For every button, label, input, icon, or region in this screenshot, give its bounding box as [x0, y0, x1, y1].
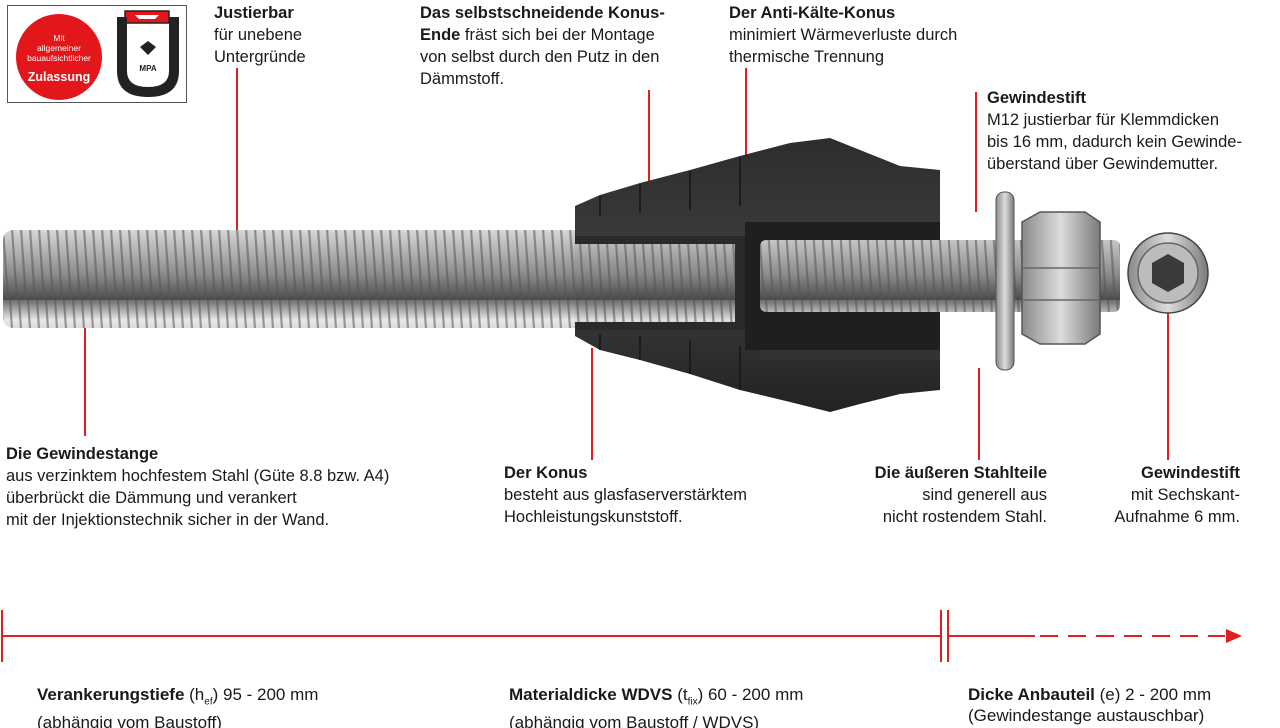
dim-anbauteil-title: Dicke Anbauteil — [968, 685, 1095, 704]
leader-justierbar — [236, 68, 238, 236]
set-screw-end-view — [1127, 232, 1209, 314]
leader-gewindestift-top — [975, 92, 977, 212]
label-gewindestift-top-l2: bis 16 mm, dadurch kein Gewinde- — [987, 133, 1242, 151]
label-konus-ende-l3: Dämmstoff. — [420, 70, 505, 88]
label-konus-ende-title: Das selbstschneidende Konus- — [420, 4, 665, 22]
label-justierbar-l2: Untergründe — [214, 48, 306, 66]
label-konus-ende: Das selbstschneidende Konus- Ende fräst … — [420, 2, 665, 90]
leader-konus-ende — [648, 90, 650, 202]
label-anti-kaelte-title: Der Anti-Kälte-Konus — [729, 4, 896, 22]
label-gewindestift-bottom: Gewindestift mit Sechskant- Aufnahme 6 m… — [1114, 462, 1240, 528]
washer — [995, 191, 1015, 371]
label-stahlteile-l1: sind generell aus — [922, 486, 1047, 504]
dim-verankerung: Verankerungstiefe (hef) 95 - 200 mm (abh… — [37, 684, 318, 728]
label-justierbar-l1: für unebene — [214, 26, 303, 44]
leader-anti-kaelte — [745, 68, 747, 164]
dim-verankerung-note: (abhängig vom Baustoff) — [37, 713, 222, 728]
label-konus: Der Konus besteht aus glasfaserverstärkt… — [504, 462, 747, 528]
label-gewindestift-bottom-title: Gewindestift — [1140, 464, 1240, 482]
label-anti-kaelte-l1: minimiert Wärmeverluste durch — [729, 26, 958, 44]
label-konus-l1: besteht aus glasfaserverstärktem — [504, 486, 748, 504]
label-stahlteile-title: Die äußeren Stahlteile — [874, 464, 1047, 482]
label-justierbar: Justierbar für unebene Untergründe — [214, 2, 306, 68]
svg-text:MPA: MPA — [139, 64, 156, 73]
badge-text-1: Mit — [53, 33, 65, 43]
label-konus-ende-l2: von selbst durch den Putz in den — [420, 48, 660, 66]
label-justierbar-title: Justierbar — [214, 4, 294, 22]
dim-verankerung-title: Verankerungstiefe — [37, 685, 185, 704]
label-konus-l2: Hochleistungskunststoff. — [504, 508, 683, 526]
approval-seal — [16, 14, 102, 100]
leader-stahlteile — [978, 368, 980, 460]
label-gewindestange-l2: überbrückt die Dämmung und verankert — [6, 489, 297, 507]
label-anti-kaelte-l2: thermische Trennung — [729, 48, 885, 66]
anchor-illustration — [3, 138, 1209, 412]
label-gewindestift-bottom-l1: mit Sechskant- — [1130, 486, 1240, 504]
label-anti-kaelte: Der Anti-Kälte-Konus minimiert Wärmeverl… — [729, 2, 957, 68]
label-gewindestange: Die Gewindestange aus verzinktem hochfes… — [6, 443, 389, 531]
label-stahlteile: Die äußeren Stahlteile sind generell aus… — [875, 462, 1047, 528]
label-gewindestange-l3: mit der Injektionstechnik sicher in der … — [6, 511, 330, 529]
approval-badge: Mit allgemeiner bauaufsichtlicher Zulass… — [7, 5, 187, 103]
badge-title: Zulassung — [27, 70, 91, 84]
label-gewindestift-top-title: Gewindestift — [987, 89, 1087, 107]
leader-konus — [591, 348, 593, 460]
label-konus-title: Der Konus — [504, 464, 588, 482]
dim-anbauteil: Dicke Anbauteil (e) 2 - 200 mm (Gewindes… — [968, 685, 1212, 725]
leader-gewindestift-bottom — [1167, 310, 1169, 460]
label-gewindestange-title: Die Gewindestange — [6, 445, 159, 463]
dim-material-note: (abhängig vom Baustoff / WDVS) — [509, 713, 760, 728]
dimension-line — [1, 610, 1242, 662]
label-gewindestift-top-l1: M12 justierbar für Klemmdicken — [987, 111, 1219, 129]
leader-gewindestange — [84, 328, 86, 436]
threaded-rod — [3, 230, 743, 328]
dim-material: Materialdicke WDVS (tfix) 60 - 200 mm (a… — [509, 684, 803, 728]
dim-anbauteil-note: (Gewindestange austauschbar) — [968, 706, 1205, 725]
label-gewindestift-top: Gewindestift M12 justierbar für Klemmdic… — [987, 87, 1242, 175]
label-gewindestange-l1: aus verzinktem hochfestem Stahl (Güte 8.… — [6, 467, 390, 485]
badge-text-2: allgemeiner — [37, 43, 81, 53]
label-konus-ende-l1: fräst sich bei der Montage — [460, 26, 655, 44]
label-konus-ende-title2: Ende — [420, 26, 461, 44]
dibt-u-logo: MPA — [117, 10, 179, 97]
badge-text-3: bauaufsichtlicher — [27, 53, 91, 63]
hex-nut — [1021, 211, 1101, 345]
dim-material-title: Materialdicke WDVS — [509, 685, 673, 704]
label-gewindestift-bottom-l2: Aufnahme 6 mm. — [1114, 508, 1240, 526]
label-stahlteile-l2: nicht rostendem Stahl. — [882, 508, 1047, 526]
label-gewindestift-top-l3: überstand über Gewindemutter. — [987, 155, 1219, 173]
